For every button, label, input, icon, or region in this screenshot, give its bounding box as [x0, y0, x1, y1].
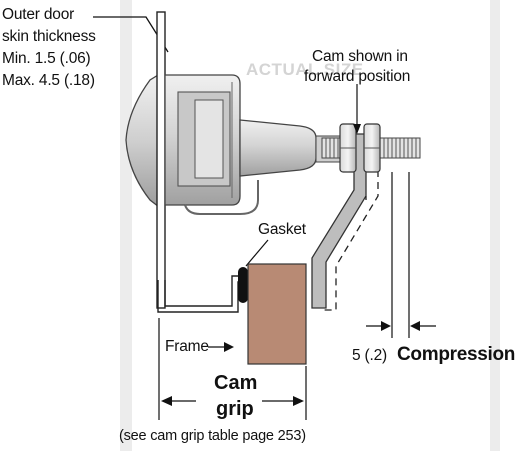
- background-bar-right: [490, 0, 500, 451]
- outer-door-label-1: Outer door: [2, 6, 75, 23]
- max-thickness-label: Max. 4.5 (.18): [2, 72, 95, 89]
- compression-value: 5 (.2): [352, 347, 387, 364]
- frame-label: Frame: [165, 338, 209, 355]
- gasket-label: Gasket: [258, 221, 306, 238]
- frame-arrow-head: [224, 342, 234, 352]
- min-thickness-label: Min. 1.5 (.06): [2, 50, 91, 67]
- compression-arrow-right: [410, 321, 420, 331]
- frame-bracket-inner: [164, 275, 247, 307]
- cam-arm-dashed: [322, 158, 379, 311]
- cam-grip-arrow-right: [293, 396, 304, 406]
- frame-bracket: [157, 280, 247, 313]
- cam-grip-arrow-left: [161, 396, 172, 406]
- cam-grip-note: (see cam grip table page 253): [119, 428, 306, 444]
- door-skin-plate: [156, 11, 166, 309]
- compression-arrow-left: [381, 321, 391, 331]
- cam-position-label-1: Cam shown in: [312, 48, 408, 65]
- gasket-block: [247, 263, 307, 365]
- outer-door-label-2: skin thickness: [2, 28, 96, 45]
- wire-clip: [184, 180, 259, 215]
- cam-leader-arrow: [353, 124, 361, 134]
- cam-grip-label-2: grip: [216, 398, 254, 420]
- gasket-leader: [245, 239, 269, 267]
- lock-neck: [239, 119, 317, 177]
- lock-head: [125, 70, 164, 212]
- background-bar-left: [120, 0, 132, 451]
- cam-position-label-2: forward position: [304, 68, 411, 85]
- compression-label: Compression: [397, 344, 516, 365]
- gasket-ring: [238, 267, 248, 303]
- lock-body-window: [194, 99, 224, 179]
- actual-size-watermark: ACTUAL SIZE: [246, 60, 364, 79]
- cam-grip-label-1: Cam: [214, 372, 258, 394]
